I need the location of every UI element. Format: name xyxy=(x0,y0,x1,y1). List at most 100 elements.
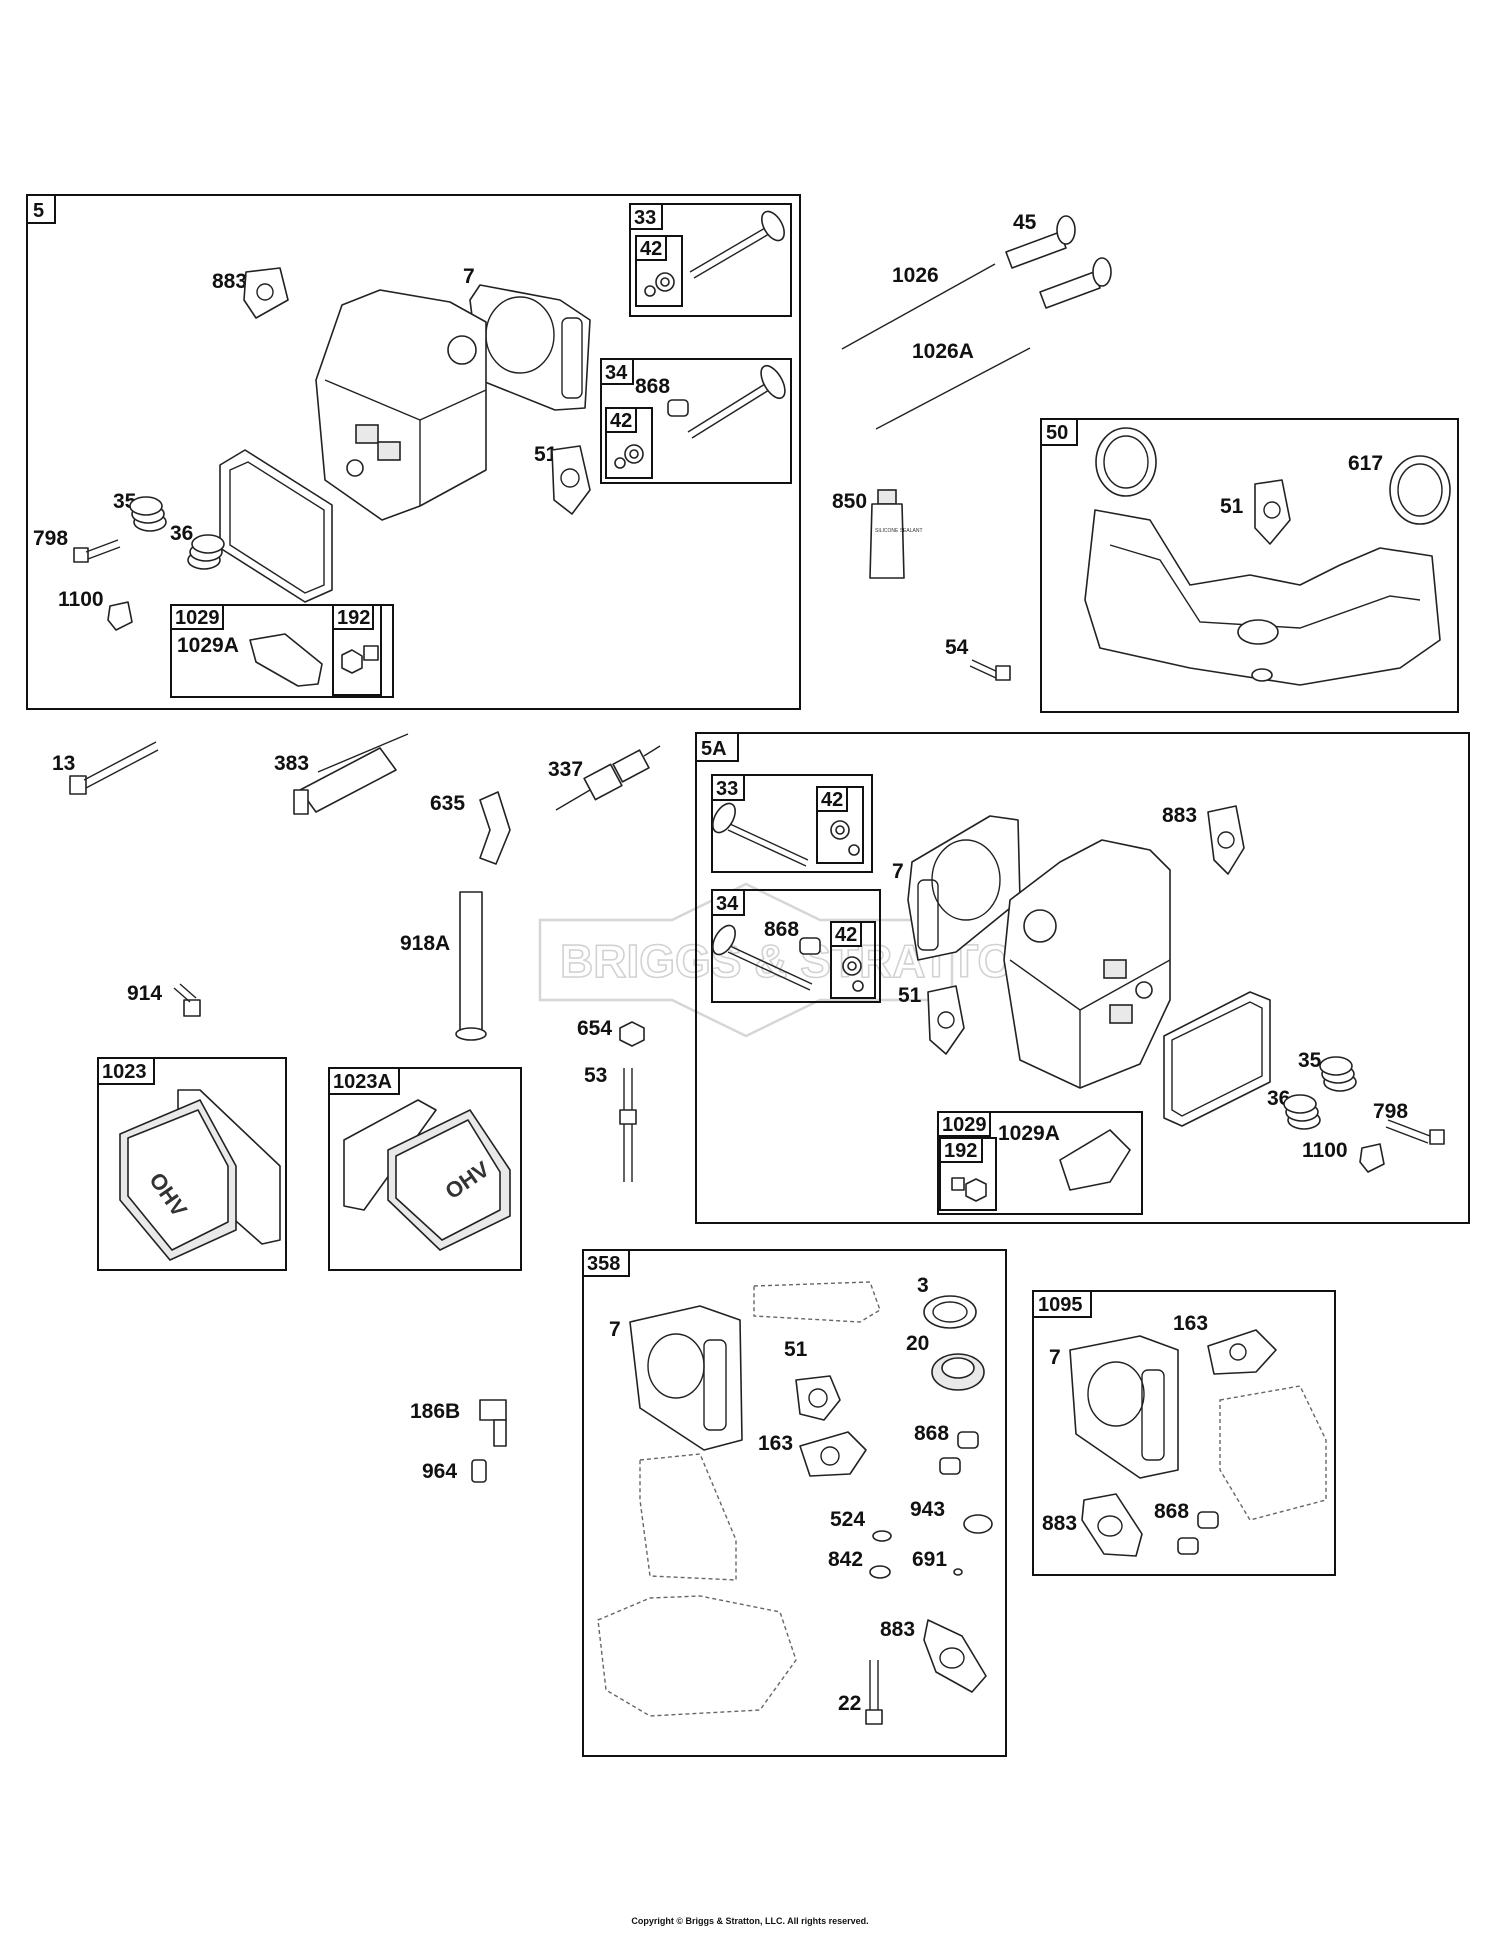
exhaust-valve[interactable] xyxy=(687,362,790,439)
group-358-gasket-set[interactable]: 358 7 3 20 51 163 868 524 943 842 xyxy=(582,1249,1007,1757)
spark-plug[interactable] xyxy=(555,745,661,811)
group-tag-1029: 1029 xyxy=(175,607,220,629)
valve-spring[interactable] xyxy=(129,496,167,532)
label-883-d: 883 xyxy=(1042,1512,1077,1535)
manifold-gasket[interactable] xyxy=(1254,479,1291,545)
o-ring-gasket[interactable] xyxy=(1095,427,1157,497)
bolt-13[interactable] xyxy=(69,741,159,795)
label-3: 3 xyxy=(917,1274,929,1297)
exhaust-valve-b[interactable] xyxy=(708,922,813,991)
exhaust-gasket-b[interactable] xyxy=(927,985,965,1055)
group-5A-cylinder-head-assembly[interactable]: 5A 33 42 34 868 42 xyxy=(695,732,1470,1224)
gasket-163[interactable] xyxy=(799,1431,867,1477)
valve-cap[interactable] xyxy=(107,601,133,631)
group-1023-rocker-cover[interactable]: 1023 OHV xyxy=(97,1057,287,1271)
rocker-cover-gasket-b[interactable] xyxy=(1163,991,1271,1127)
group-1095-gasket-set[interactable]: 1095 163 7 883 868 xyxy=(1032,1290,1336,1576)
label-918A: 918A xyxy=(400,932,450,955)
valve-spring-36-b[interactable] xyxy=(1283,1094,1321,1130)
cylinder-head-gasket-b[interactable] xyxy=(907,815,1021,961)
nut-654[interactable] xyxy=(619,1021,645,1047)
valve-tappet-b[interactable] xyxy=(1039,257,1112,309)
gasket-dashed-1095[interactable] xyxy=(1219,1385,1327,1521)
valve-guide-e[interactable] xyxy=(1197,1511,1219,1529)
screw-798[interactable] xyxy=(73,539,121,563)
valve-cap-b[interactable] xyxy=(1359,1143,1385,1173)
valve-tappet-45[interactable] xyxy=(1005,215,1076,269)
bolt-22[interactable] xyxy=(865,1660,883,1725)
screw-914[interactable] xyxy=(173,983,201,1017)
group-5-cylinder-head-assembly[interactable]: 5 33 42 34 868 42 xyxy=(26,194,801,710)
head-gasket-c[interactable] xyxy=(629,1305,743,1451)
label-163: 163 xyxy=(758,1432,793,1455)
label-868-b: 868 xyxy=(764,918,799,941)
head-gasket-d[interactable] xyxy=(1069,1335,1179,1479)
valve-guide-f[interactable] xyxy=(1177,1537,1199,1555)
ring-842[interactable] xyxy=(869,1565,891,1579)
group-50-intake-manifold[interactable]: 50 617 51 xyxy=(1040,418,1459,713)
intake-gasket-b[interactable] xyxy=(1207,805,1245,875)
group-tag-42-b: 42 xyxy=(610,410,632,432)
gasket-dashed-middle[interactable] xyxy=(639,1453,737,1581)
screw-798-b[interactable] xyxy=(1385,1119,1445,1145)
valve-spring-b[interactable] xyxy=(1319,1056,1357,1092)
rocker-arm[interactable] xyxy=(249,633,323,687)
group-tag-33: 33 xyxy=(634,207,656,229)
ring-691[interactable] xyxy=(953,1568,963,1576)
gasket-dashed-top[interactable] xyxy=(753,1281,881,1323)
sealant-tube[interactable]: SILICONE SEALANT xyxy=(869,489,923,579)
intake-valve[interactable] xyxy=(689,208,789,279)
cylinder-head[interactable] xyxy=(315,289,487,521)
seal-3[interactable] xyxy=(923,1295,977,1329)
crankcase-gasket-dashed[interactable] xyxy=(597,1595,797,1717)
adjuster-screw-b[interactable] xyxy=(951,1177,965,1191)
nut-192[interactable] xyxy=(341,649,363,674)
push-rod-a[interactable] xyxy=(875,347,1031,430)
label-1029A: 1029A xyxy=(177,634,239,657)
exhaust-gasket-c[interactable] xyxy=(795,1375,841,1421)
o-ring-617[interactable] xyxy=(1389,455,1451,525)
adjuster-screw[interactable] xyxy=(363,645,379,661)
nut-192-b[interactable] xyxy=(965,1178,987,1202)
oil-seal-20[interactable] xyxy=(931,1353,985,1391)
label-883-c: 883 xyxy=(880,1618,915,1641)
cylinder-head-b[interactable] xyxy=(1003,839,1171,1089)
elbow-635[interactable] xyxy=(479,791,511,865)
intake-gasket-c[interactable] xyxy=(923,1619,987,1693)
label-186B: 186B xyxy=(410,1400,460,1423)
stud-53[interactable] xyxy=(619,1068,637,1182)
intake-manifold[interactable] xyxy=(1084,509,1441,686)
fitting-186B[interactable] xyxy=(479,1399,507,1447)
ring-943[interactable] xyxy=(963,1514,993,1534)
group-tag-1023: 1023 xyxy=(102,1061,147,1083)
label-337: 337 xyxy=(548,758,583,781)
screw-54[interactable] xyxy=(969,659,1011,681)
spark-plug-boot[interactable] xyxy=(293,733,409,815)
valve-keeper-b[interactable] xyxy=(614,444,644,469)
valve-keeper-d[interactable] xyxy=(842,956,864,992)
label-13: 13 xyxy=(52,752,75,775)
rocker-cover-gasket[interactable] xyxy=(219,449,333,603)
group-tag-42-d: 42 xyxy=(835,924,857,946)
push-rod[interactable] xyxy=(841,263,996,350)
valve-guide-c[interactable] xyxy=(957,1431,979,1449)
valve-guide[interactable] xyxy=(667,399,689,417)
rocker-arm-b[interactable] xyxy=(1059,1129,1131,1191)
label-7: 7 xyxy=(463,265,475,288)
intake-valve-b[interactable] xyxy=(708,800,809,867)
valve-keeper-c[interactable] xyxy=(830,820,860,856)
group-1023A-rocker-cover[interactable]: 1023A OHV xyxy=(328,1067,522,1271)
intake-gasket[interactable] xyxy=(243,267,289,319)
svg-text:SILICONE SEALANT: SILICONE SEALANT xyxy=(875,528,923,534)
valve-keeper[interactable] xyxy=(644,272,675,297)
gasket-163-b[interactable] xyxy=(1207,1329,1277,1375)
valve-guide-d[interactable] xyxy=(939,1457,961,1475)
valve-guide-b[interactable] xyxy=(799,937,821,955)
tube-918A[interactable] xyxy=(455,891,487,1041)
valve-spring-36[interactable] xyxy=(187,534,225,570)
exhaust-gasket[interactable] xyxy=(551,445,591,515)
ring-524[interactable] xyxy=(872,1530,892,1542)
intake-gasket-d[interactable] xyxy=(1081,1493,1143,1557)
sleeve-964[interactable] xyxy=(471,1459,487,1483)
